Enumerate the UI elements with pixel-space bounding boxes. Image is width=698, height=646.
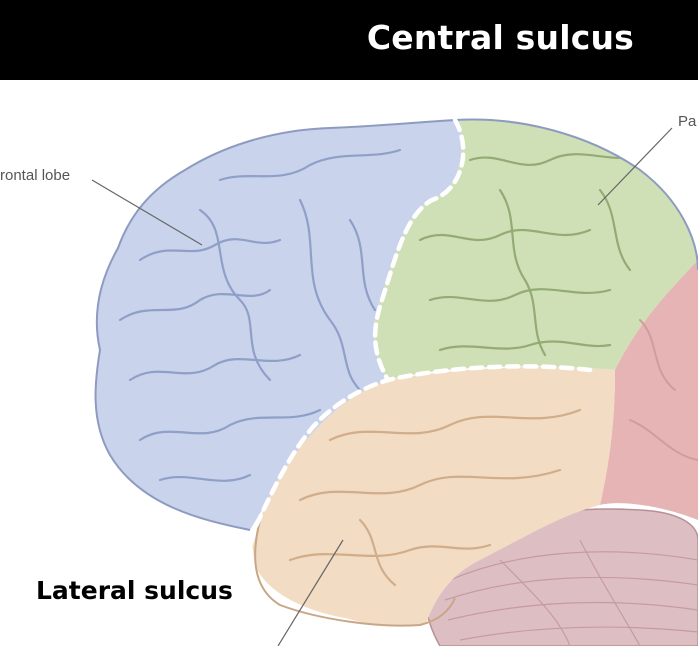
parietal-lobe-leader [597, 127, 673, 206]
temporal-lobe-leader [277, 539, 344, 646]
header-title: Central sulcus [366, 18, 634, 57]
header-bar: Central sulcus [0, 0, 698, 80]
frontal-lobe-leader [91, 179, 203, 246]
lateral-sulcus-line [252, 364, 593, 531]
parietal-lobe-label: Pa [678, 113, 697, 130]
frontal-gyri [118, 148, 402, 482]
temporal-lobe [220, 367, 615, 646]
temporal-gyri [288, 408, 582, 587]
frontal-lobe-label: rontal lobe [0, 167, 70, 184]
brain-outline [94, 118, 698, 531]
central-sulcus-line [372, 117, 466, 383]
parietal-gyri [418, 153, 642, 357]
lateral-sulcus-label: Lateral sulcus [36, 576, 233, 605]
brain-diagram: rontal lobe Pa [0, 80, 698, 646]
occipital-gyri [629, 319, 698, 461]
brain-illustration: rontal lobe Pa [0, 113, 698, 646]
temporal-outline [254, 519, 456, 627]
parietal-lobe [373, 119, 698, 380]
cerebellum-folia [444, 539, 698, 646]
occipital-lobe [600, 260, 698, 520]
